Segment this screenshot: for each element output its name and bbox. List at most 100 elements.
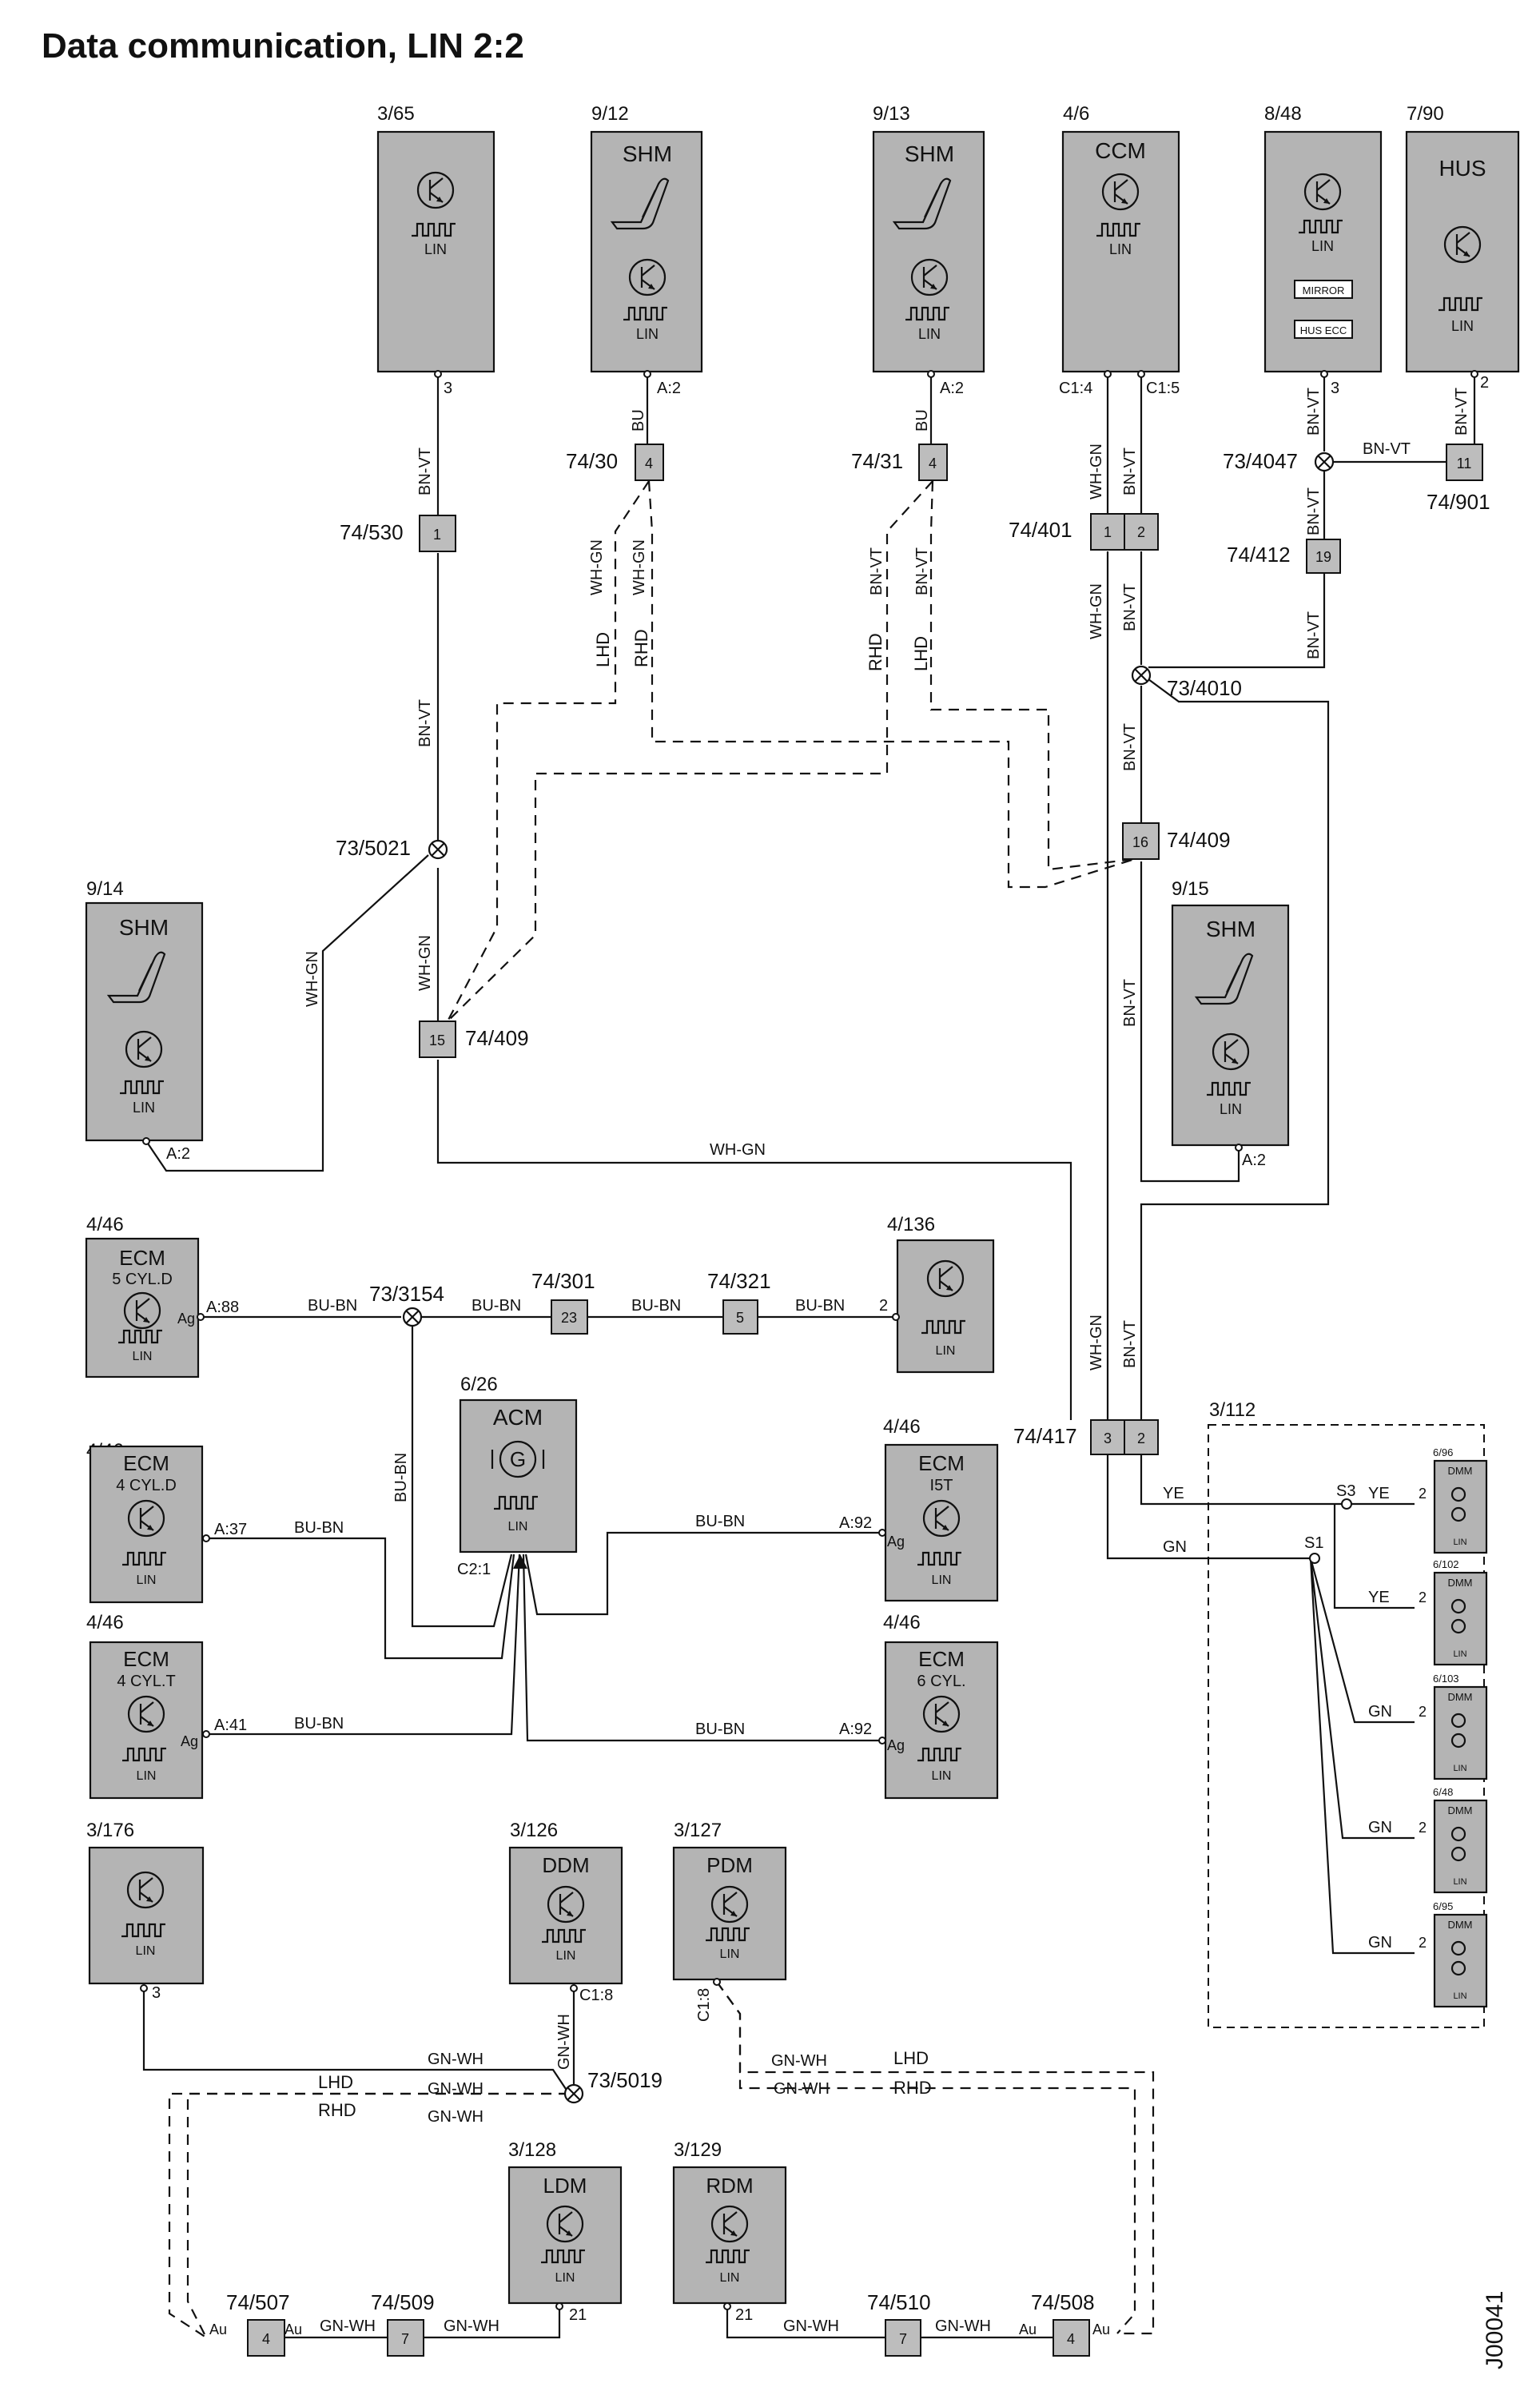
splice-73-4047[interactable]: 73/4047 [1223, 449, 1335, 473]
connector-74-412[interactable]: 19 74/412 [1227, 539, 1341, 574]
splice-73-5019[interactable]: 73/5019 [563, 2068, 663, 2104]
wire-label: WH-GN [304, 951, 321, 1007]
connector-pin: 15 [429, 1032, 445, 1048]
splice-73-4010[interactable]: 73/4010 [1131, 665, 1242, 700]
pin-label: 21 [569, 2306, 587, 2324]
module-ecm-4cyl-d[interactable]: 4/46 ECM 4 CYL.D LIN A:37 [86, 1440, 247, 1604]
ag-label: Ag [177, 1311, 195, 1327]
wire-label: GN-WH [320, 2317, 376, 2335]
module-sub: 4 CYL.D [116, 1477, 177, 1494]
wire-label: BN-VT [1121, 448, 1139, 495]
dmm-unit-2[interactable]: 6/102 DMM LIN YE 2 [1368, 1558, 1488, 1666]
sensor-icon [1450, 1506, 1466, 1522]
dmm-label: DMM [1447, 1465, 1472, 1477]
connector-74-301[interactable]: 23 74/301 [531, 1269, 595, 1335]
module-9-13-shm[interactable]: 9/13 SHM LIN A:2 [872, 103, 985, 397]
module-id: 4/6 [1063, 103, 1089, 125]
wire-label: GN-WH [444, 2317, 499, 2335]
module-ecm-i5t[interactable]: 4/46 ECM I5T LIN Ag A:92 [839, 1416, 999, 1602]
lin-label: LIN [1109, 241, 1132, 257]
module-ecm-5cyl-d[interactable]: 4/46 ECM 5 CYL.D LIN Ag A:88 [85, 1214, 239, 1379]
sensor-icon [1450, 1733, 1466, 1749]
connector-74-409-a[interactable]: 16 74/409 [1122, 822, 1231, 860]
wire-label: GN-WH [555, 2014, 573, 2070]
ag-label: Ag [181, 1733, 198, 1749]
module-9-15-shm[interactable]: 9/15 SHM LIN A:2 [1171, 878, 1290, 1169]
connector-74-510[interactable]: 7 74/510 [867, 2290, 931, 2357]
connector-id: 74/30 [566, 449, 618, 473]
connector-74-409-b[interactable]: 15 74/409 [419, 1020, 529, 1058]
module-7-90-hus[interactable]: 7/90 HUS LIN 2 [1405, 103, 1520, 392]
lin-label: LIN [137, 1769, 157, 1783]
lin-label: LIN [556, 1949, 576, 1963]
lin-label: LIN [1311, 238, 1334, 254]
wire-label: BU-BN [308, 1297, 357, 1315]
connector-pin: 4 [929, 456, 937, 471]
wire-label: BN-VT [913, 547, 931, 595]
module-sub: I5T [930, 1477, 953, 1494]
module-3-65[interactable]: 3/65 LIN 3 [376, 103, 495, 397]
wires [142, 374, 1476, 2339]
connector-74-321[interactable]: 5 74/321 [707, 1269, 771, 1335]
dmm-unit-4[interactable]: 6/48 DMM LIN GN 2 [1368, 1786, 1488, 1894]
dmm-wire: YE [1368, 1485, 1390, 1502]
connector-74-417[interactable]: 3 2 74/417 [1013, 1419, 1159, 1455]
motor-icon [1450, 1940, 1466, 1956]
module-name: SHM [1206, 917, 1255, 941]
splice-s3: S3 [1336, 1482, 1355, 1500]
connector-74-31[interactable]: 4 74/31 [851, 444, 948, 481]
wire-label: RHD [893, 2078, 932, 2098]
connector-74-507[interactable]: 4 Au Au 74/507 [209, 2290, 302, 2357]
connector-pin: 4 [262, 2331, 270, 2347]
mirror-label: MIRROR [1303, 284, 1345, 296]
module-9-12-shm[interactable]: 9/12 SHM LIN A:2 [590, 103, 703, 397]
connector-pin: 4 [1067, 2331, 1075, 2347]
wire-label: BU-BN [392, 1453, 410, 1502]
wire-label: BN-VT [416, 699, 434, 747]
dmm-pin: 2 [1419, 1935, 1427, 1951]
dmm-label: DMM [1447, 1804, 1472, 1816]
splice-73-3154[interactable]: 73/3154 [369, 1282, 444, 1327]
module-rdm[interactable]: 3/129 RDM LIN 21 [672, 2139, 787, 2324]
connector-74-530[interactable]: 1 74/530 [340, 515, 456, 552]
module-ddm[interactable]: 3/126 DDM LIN C1:8 [508, 1820, 623, 2004]
connector-id: 74/901 [1427, 490, 1490, 514]
wire-label: BN-VT [868, 547, 885, 595]
module-id: 7/90 [1407, 103, 1444, 125]
connector-74-508[interactable]: 4 Au Au 74/508 [1019, 2290, 1110, 2357]
wire-label: GN-WH [771, 2052, 827, 2070]
module-id: 3/126 [510, 1820, 558, 1841]
pin-label-b: C1:5 [1146, 380, 1180, 397]
module-3-176[interactable]: 3/176 LIN 3 [86, 1820, 205, 2002]
module-name: RDM [706, 2174, 753, 2198]
module-4-6-ccm[interactable]: 4/6 CCM LIN C1:4 C1:5 [1059, 103, 1180, 397]
module-ldm[interactable]: 3/128 LDM LIN 21 [507, 2139, 623, 2324]
module-ecm-6cyl[interactable]: 4/46 ECM 6 CYL. LIN Ag A:92 [839, 1612, 999, 1800]
module-8-48[interactable]: 8/48 LIN MIRROR HUS ECC 3 [1263, 103, 1383, 397]
pin-label: A:2 [1242, 1152, 1266, 1169]
module-9-14-shm[interactable]: 9/14 SHM LIN A:2 [85, 878, 204, 1163]
dmm-unit-1[interactable]: 6/96 DMM LIN YE 2 [1368, 1446, 1488, 1554]
connector-74-901[interactable]: 11 74/901 [1427, 444, 1490, 514]
wire-label: BN-VT [1363, 440, 1411, 458]
splice-73-5021[interactable]: 73/5021 [336, 836, 448, 860]
dmm-unit-5[interactable]: 6/95 DMM LIN GN 2 [1368, 1900, 1488, 2008]
lin-label: LIN [136, 1944, 156, 1958]
connector-74-509[interactable]: 7 74/509 [371, 2290, 435, 2357]
wire-label: WH-GN [588, 539, 606, 595]
module-id: 8/48 [1264, 103, 1302, 125]
dmm-pin: 2 [1419, 1486, 1427, 1502]
dmm-unit-3[interactable]: 6/103 DMM LIN GN 2 [1368, 1673, 1488, 1780]
connector-74-30[interactable]: 4 74/30 [566, 444, 664, 481]
lin-label: LIN [1453, 1764, 1466, 1773]
module-pdm[interactable]: 3/127 PDM LIN C1:8 [672, 1820, 787, 2022]
motor-icon [1450, 1486, 1466, 1502]
connector-74-401[interactable]: 1 2 74/401 [1009, 513, 1159, 551]
module-ecm-4cyl-t[interactable]: 4/46 ECM 4 CYL.T LIN Ag A:41 [86, 1612, 247, 1800]
module-4-136[interactable]: 4/136 LIN 2 [879, 1214, 995, 1374]
module-id: 3/129 [674, 2139, 722, 2161]
wire-label: WH-GN [1088, 1315, 1105, 1371]
au-label-2: Au [285, 2321, 302, 2337]
module-acm[interactable]: 6/26 ACM G LIN C2:1 [457, 1374, 578, 1578]
